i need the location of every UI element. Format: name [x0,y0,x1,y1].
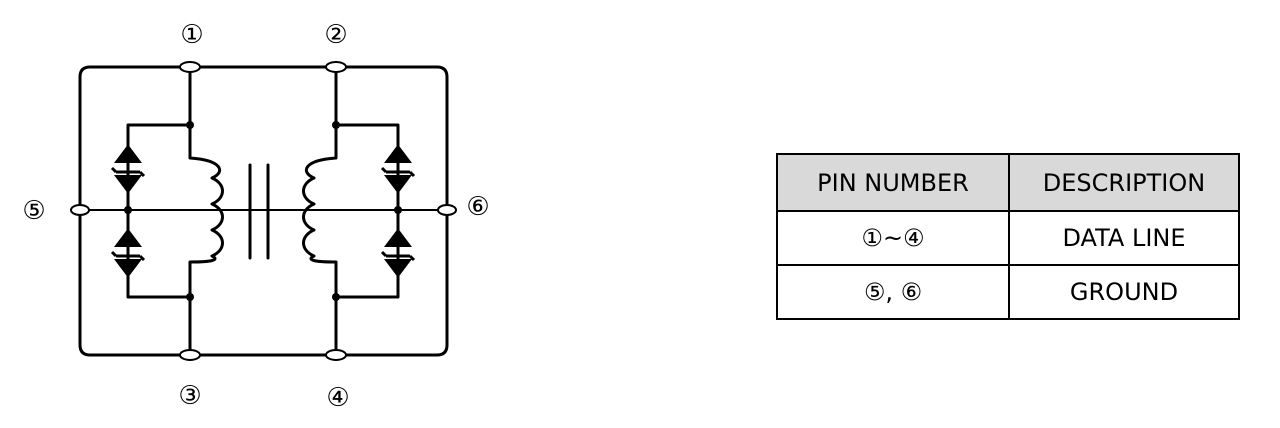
terminal-pin-1 [179,61,201,73]
pin-label-2: ② [324,20,347,50]
pin-label-4: ④ [326,383,349,413]
junction-dot [124,206,132,214]
tvs-diode-right-upper [384,144,412,163]
cell-pin-number: ①~④ [776,210,1010,266]
header-description: DESCRIPTION [1008,153,1240,212]
terminal-pin-2 [325,61,347,73]
terminal-pin-5 [70,204,90,216]
table-row: ①~④ DATA LINE [776,210,1240,266]
cell-description: DATA LINE [1008,210,1240,266]
tvs-diode-left-lower [114,228,142,247]
junction-dot [332,121,340,129]
table-header-row: PIN NUMBER DESCRIPTION [776,153,1240,212]
pin-label-5: ⑤ [22,196,45,226]
common-mode-filter-schematic: ① ② ③ ④ ⑤ ⑥ [22,20,489,413]
terminal-pin-3 [179,349,201,361]
terminal-pin-4 [325,349,347,361]
pin-description-table: PIN NUMBER DESCRIPTION ①~④ DATA LINE ⑤, … [776,153,1240,320]
pin-label-1: ① [180,20,203,50]
data-line-right [302,65,338,357]
pin-label-6: ⑥ [466,192,489,222]
pin-label-3: ③ [178,381,201,411]
tvs-diode-right-lower [384,228,412,247]
junction-dot [394,206,402,214]
junction-dot [186,293,194,301]
terminal-pin-6 [437,204,457,216]
cell-pin-number: ⑤, ⑥ [776,264,1010,320]
junction-dot [332,293,340,301]
data-line-left [188,65,224,357]
header-pin-number: PIN NUMBER [776,153,1010,212]
table-row: ⑤, ⑥ GROUND [776,264,1240,320]
cell-description: GROUND [1008,264,1240,320]
junction-dot [186,121,194,129]
tvs-diode-left-upper [114,144,142,163]
